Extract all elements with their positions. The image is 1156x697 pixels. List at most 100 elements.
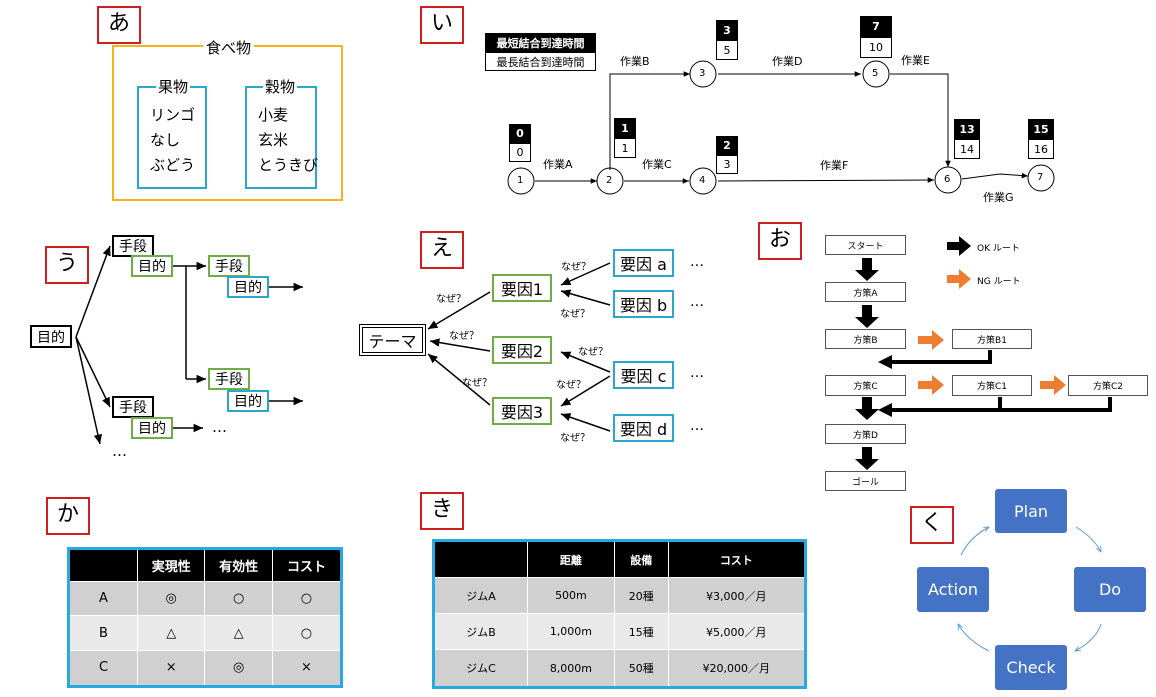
sub-factor-c: 要因 c bbox=[613, 361, 674, 389]
ellipsis: … bbox=[112, 442, 127, 460]
flow-step-c1: 方策C1 bbox=[952, 375, 1032, 396]
purpose-box: 目的 bbox=[131, 417, 173, 439]
factor-3: 要因3 bbox=[492, 397, 552, 425]
table-row: ジムA 500m 20種 ¥3,000／月 bbox=[433, 576, 807, 615]
earliest-time-7: 15 bbox=[1028, 119, 1054, 139]
ng-legend-arrow bbox=[947, 269, 971, 289]
table-cell: 20種 bbox=[613, 576, 669, 615]
table-header: 設備 bbox=[613, 540, 669, 578]
fruit-item: なし bbox=[150, 131, 181, 149]
legend-latest: 最長結合到達時間 bbox=[485, 52, 596, 71]
means-box: 手段 bbox=[112, 235, 154, 257]
ok-arrow-3 bbox=[855, 397, 879, 420]
node-label: 6 bbox=[944, 174, 951, 185]
means-box: 手段 bbox=[208, 255, 250, 277]
marker-ka: か bbox=[46, 497, 90, 535]
root-purpose-box: 目的 bbox=[30, 325, 72, 348]
table-cell: ○ bbox=[271, 580, 343, 617]
table-cell: A bbox=[68, 580, 138, 617]
purpose-box: 目的 bbox=[227, 390, 269, 412]
latest-time-3: 5 bbox=[716, 40, 738, 60]
table-row: A ◎ ○ ○ bbox=[68, 580, 343, 617]
why-label: なぜ？ bbox=[462, 378, 492, 389]
table-cell: ¥5,000／月 bbox=[667, 613, 807, 651]
table-header: 距離 bbox=[527, 540, 615, 578]
flow-step-a: 方策A bbox=[825, 282, 906, 302]
pdca-do: Do bbox=[1074, 567, 1146, 612]
node-label: 2 bbox=[606, 175, 613, 186]
flow-step-c: 方策C bbox=[825, 375, 906, 396]
sub-factor-a: 要因 a bbox=[613, 249, 674, 277]
ok-route-legend: OK ルート bbox=[977, 244, 1020, 254]
fruit-title: 果物 bbox=[156, 76, 191, 97]
ng-arrow-c bbox=[918, 375, 944, 395]
latest-time-4: 3 bbox=[716, 155, 738, 174]
earliest-time-6: 13 bbox=[954, 119, 980, 139]
node-5 bbox=[862, 60, 890, 88]
table-header: 有効性 bbox=[204, 548, 273, 582]
marker-ku: く bbox=[910, 506, 954, 544]
earliest-time-2: 1 bbox=[614, 118, 636, 138]
ellipsis: … bbox=[690, 418, 704, 434]
latest-time-7: 16 bbox=[1028, 139, 1054, 159]
flow-goal: ゴール bbox=[825, 471, 906, 491]
fruit-item: ぶどう bbox=[150, 156, 196, 174]
table-cell: ジムB bbox=[433, 613, 528, 651]
return-arrow-b1 bbox=[890, 350, 992, 364]
ng-arrow-b bbox=[918, 330, 944, 350]
ellipsis: … bbox=[690, 254, 704, 270]
table-cell: ○ bbox=[204, 580, 273, 617]
table-header: コスト bbox=[667, 540, 807, 578]
node-label: 7 bbox=[1037, 172, 1044, 183]
node-label: 3 bbox=[699, 68, 706, 79]
task-label: 作業A bbox=[543, 158, 573, 171]
flow-step-b: 方策B bbox=[825, 329, 906, 349]
why-label: なぜ？ bbox=[436, 294, 466, 305]
table-cell: 8,000m bbox=[527, 649, 615, 688]
table-cell: × bbox=[136, 649, 206, 688]
factor-1: 要因1 bbox=[492, 274, 552, 302]
why-label: なぜ？ bbox=[578, 347, 608, 358]
table-cell: ¥20,000／月 bbox=[667, 649, 807, 688]
pdca-cycle-arrows bbox=[958, 527, 1101, 651]
fruit-item: リンゴ bbox=[150, 106, 196, 124]
arrow-task-b bbox=[609, 71, 690, 170]
node-label: 1 bbox=[517, 175, 524, 186]
ellipsis: … bbox=[212, 418, 227, 436]
flow-step-c2: 方策C2 bbox=[1068, 375, 1148, 396]
network-diagram bbox=[507, 60, 1055, 195]
table-header bbox=[433, 540, 528, 578]
table-cell: 1,000m bbox=[527, 613, 615, 651]
table-row: C × ◎ × bbox=[68, 649, 343, 688]
latest-time-2: 1 bbox=[614, 138, 636, 158]
table-cell: × bbox=[271, 649, 343, 688]
table-cell: △ bbox=[204, 615, 273, 651]
ellipsis: … bbox=[690, 294, 704, 310]
flow-step-d: 方策D bbox=[825, 424, 906, 444]
node-7 bbox=[1027, 164, 1055, 192]
earliest-time-3: 3 bbox=[716, 20, 738, 40]
task-label: 作業G bbox=[983, 191, 1014, 204]
task-label: 作業D bbox=[772, 55, 803, 68]
earliest-time-5: 7 bbox=[860, 16, 892, 37]
table-cell: C bbox=[68, 649, 138, 688]
pdca-plan: Plan bbox=[995, 489, 1067, 533]
marker-a: あ bbox=[97, 6, 141, 44]
grain-item: 小麦 bbox=[258, 106, 289, 124]
ok-arrow-2 bbox=[855, 305, 879, 328]
means-box: 手段 bbox=[112, 396, 154, 418]
marker-i: い bbox=[420, 6, 464, 44]
table-cell: ◎ bbox=[136, 580, 206, 617]
table-cell: ¥3,000／月 bbox=[667, 576, 807, 615]
food-title: 食べ物 bbox=[203, 37, 255, 58]
legend-earliest: 最短結合到達時間 bbox=[485, 33, 596, 52]
table-cell: 50種 bbox=[613, 649, 669, 688]
ok-arrow-1 bbox=[855, 258, 879, 281]
ok-legend-arrow bbox=[947, 236, 971, 256]
why-label: なぜ？ bbox=[561, 262, 591, 273]
why-label: なぜ？ bbox=[560, 309, 590, 320]
table-cell: 15種 bbox=[613, 613, 669, 651]
node-6 bbox=[934, 166, 962, 194]
factor-2: 要因2 bbox=[492, 336, 552, 364]
